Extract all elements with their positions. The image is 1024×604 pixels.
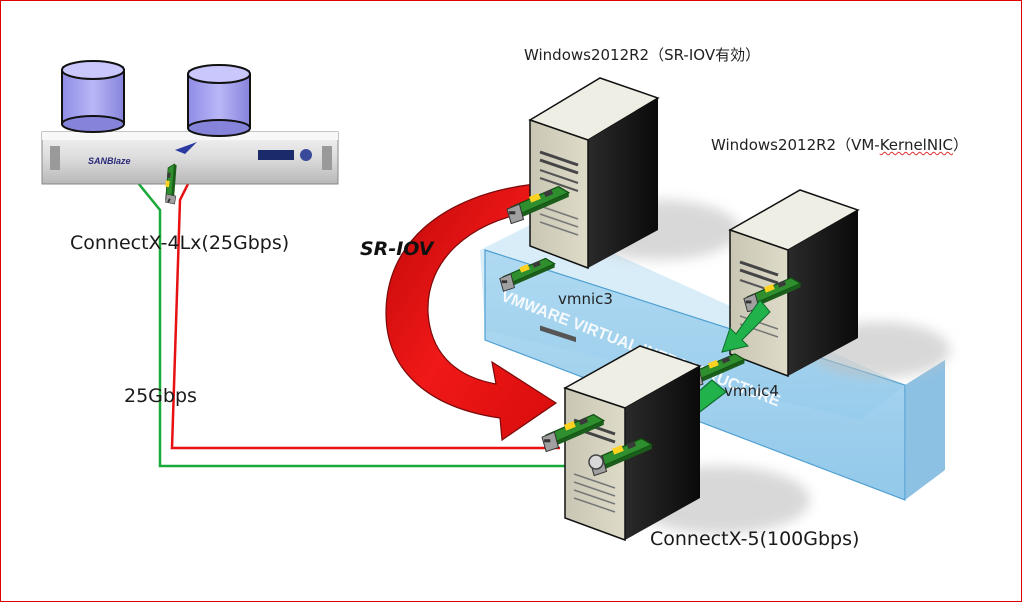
connectx4lx-label: ConnectX-4Lx(25Gbps)	[70, 232, 290, 254]
vmnic4-label: vmnic4	[724, 382, 779, 400]
sriov-arrow	[385, 183, 558, 442]
disk-icon	[61, 60, 125, 133]
windows-kernelnic-title: Windows2012R2（VM-KernelNIC）	[711, 134, 968, 155]
link-speed-label: 25Gbps	[124, 385, 197, 407]
storage-appliance-icon: SANBlaze	[41, 131, 339, 185]
connectx5-label: ConnectX-5(100Gbps)	[650, 528, 860, 550]
disk-icon	[187, 64, 251, 137]
vmnic3-label: vmnic3	[558, 290, 613, 308]
title-right-suffix: ）	[952, 136, 968, 154]
appliance-brand: SANBlaze	[88, 156, 131, 166]
windows-sriov-title: Windows2012R2（SR-IOV有効）	[524, 46, 761, 64]
cable-connector	[588, 454, 604, 470]
sriov-label: SR-IOV	[360, 238, 434, 260]
title-right-prefix: Windows2012R2（VM-	[711, 136, 880, 154]
title-right-word: KernelNIC	[879, 136, 953, 154]
green-arrow	[721, 299, 771, 353]
server-tower-icon	[528, 77, 660, 343]
